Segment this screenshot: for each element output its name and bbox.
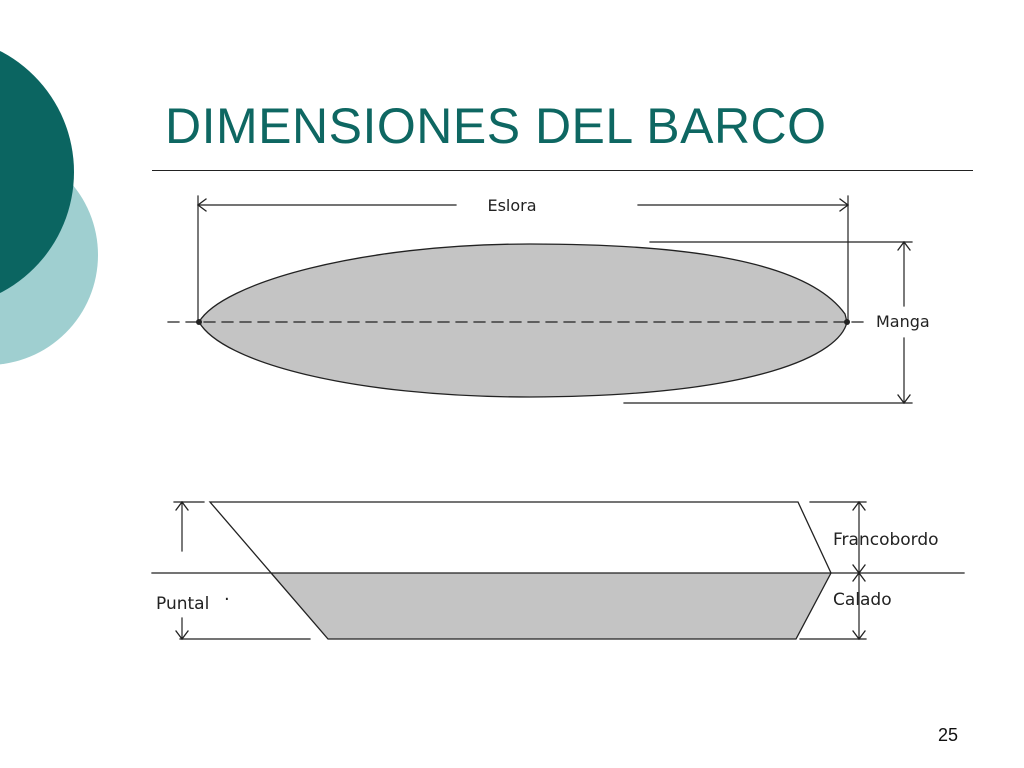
decorative-circles bbox=[0, 50, 98, 365]
depth-label: Puntal bbox=[156, 594, 209, 614]
depth-marker: · bbox=[224, 589, 230, 610]
bow-point bbox=[196, 319, 202, 325]
dark-teal-circle bbox=[0, 50, 74, 294]
hull-plan-shape bbox=[198, 243, 848, 398]
draft-arrow-bottom bbox=[852, 630, 866, 641]
beam-arrow-top bbox=[897, 240, 911, 251]
hull-section-outline bbox=[208, 501, 832, 640]
beam-label: Manga bbox=[876, 312, 930, 331]
depth-arrow-bottom bbox=[175, 630, 189, 641]
freeboard-label: Francobordo bbox=[833, 530, 939, 550]
freeboard-arrow-top bbox=[852, 500, 866, 511]
length-arrow-right bbox=[839, 198, 850, 212]
length-arrow-left bbox=[196, 198, 207, 212]
top-view: Eslora Manga bbox=[167, 195, 930, 405]
page-number: 25 bbox=[938, 725, 959, 745]
side-view: Puntal · Francobordo Calado bbox=[151, 500, 965, 641]
stern-point bbox=[844, 319, 850, 325]
beam-arrow-bottom bbox=[897, 394, 911, 405]
depth-arrow-top bbox=[175, 500, 189, 511]
length-label: Eslora bbox=[487, 196, 536, 215]
title-underline bbox=[152, 170, 973, 171]
draft-label: Calado bbox=[833, 590, 892, 610]
slide-title: DIMENSIONES DEL BARCO bbox=[165, 98, 827, 154]
hull-submerged-area bbox=[270, 573, 831, 639]
draft-arrow-top bbox=[852, 571, 866, 582]
